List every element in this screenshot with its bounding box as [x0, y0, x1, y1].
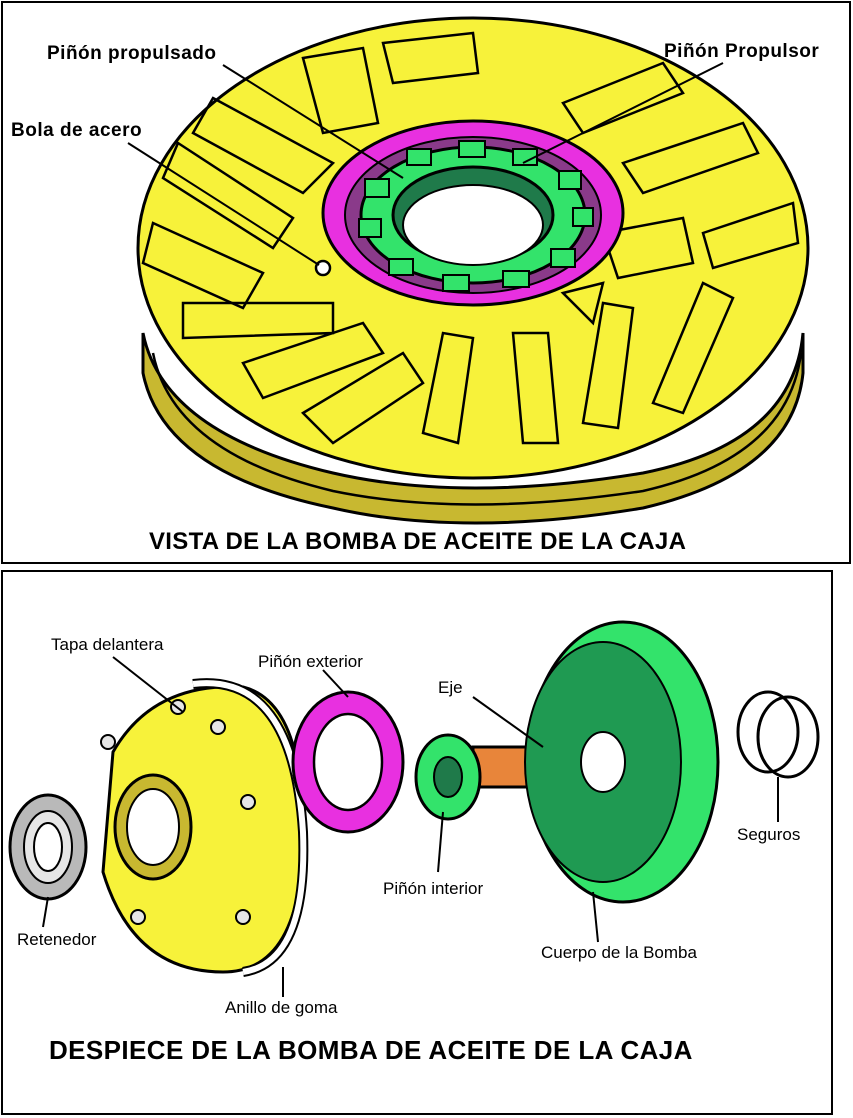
caption-bottom: DESPIECE DE LA BOMBA DE ACEITE DE LA CAJ…: [49, 1035, 693, 1065]
label-o-ring: Anillo de goma: [225, 998, 338, 1017]
leader-lines-bottom: [42, 656, 779, 997]
label-clips: Seguros: [737, 825, 801, 844]
pump-body-part: [524, 620, 720, 904]
bottom-panel: Tapa delantera Piñón exterior Eje Piñón …: [1, 570, 833, 1115]
clips-part: [736, 690, 820, 779]
label-pump-body: Cuerpo de la Bomba: [541, 943, 697, 962]
steel-ball: [314, 259, 332, 277]
outer-gear-part: [291, 690, 405, 834]
oil-channels: [141, 31, 800, 445]
leader-lines-top: [127, 62, 724, 266]
inner-gear-part: [414, 733, 482, 821]
oil-pump-assembled-drawing: [127, 16, 810, 525]
label-seal: Retenedor: [17, 930, 97, 949]
front-cover-part: [100, 685, 305, 974]
label-inner-gear: Piñón interior: [383, 879, 484, 898]
caption-top: VISTA DE LA BOMBA DE ACEITE DE LA CAJA: [149, 528, 687, 555]
label-front-cover: Tapa delantera: [51, 635, 164, 654]
pump-disc-side: [141, 332, 805, 525]
label-steel-ball: Bola de acero: [11, 120, 143, 141]
oil-pump-exploded-drawing: [8, 620, 820, 997]
seal-part: [8, 793, 88, 901]
top-panel: Piñón propulsado Piñón Propulsor Bola de…: [1, 1, 851, 564]
label-outer-gear: Piñón exterior: [258, 652, 363, 671]
label-drive-gear: Piñón Propulsor: [664, 41, 820, 62]
label-driven-gear: Piñón propulsado: [47, 43, 217, 64]
label-shaft: Eje: [438, 678, 463, 697]
